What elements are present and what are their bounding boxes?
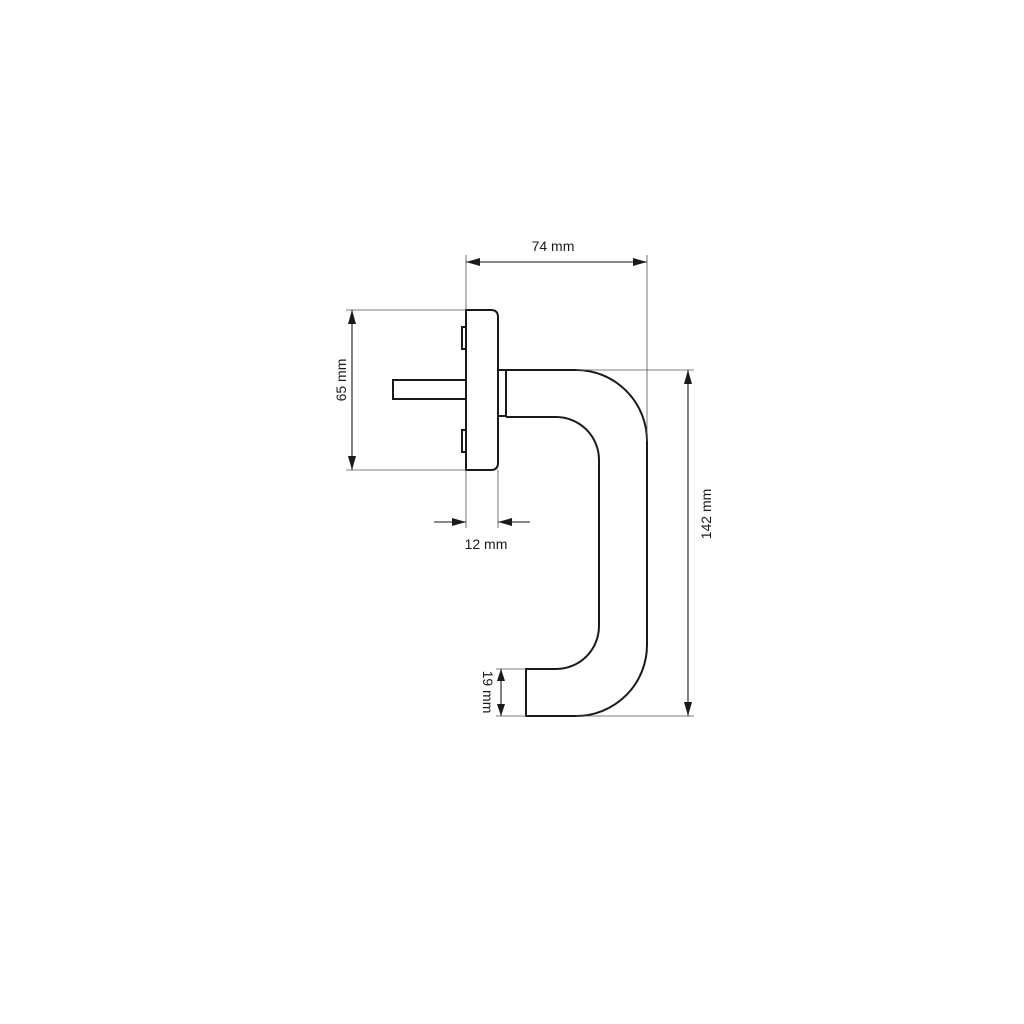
lever-grip: [506, 369, 648, 717]
dimension-rose-thickness-label: 12 mm: [465, 536, 508, 552]
dimension-grip-thickness: 19 mm: [480, 668, 526, 717]
dimension-grip-thickness-label: 19 mm: [480, 671, 496, 714]
dimension-width: 74 mm: [465, 238, 648, 441]
dimension-rose-height: 65 mm: [333, 309, 466, 471]
rose-collar: [497, 369, 507, 417]
dimension-overall-height: 142 mm: [576, 369, 714, 717]
spindle: [392, 379, 467, 400]
handle-part: [392, 309, 648, 717]
rose-plate: [465, 309, 499, 471]
dimension-rose-thickness: 12 mm: [434, 470, 530, 552]
dimension-overall-height-label: 142 mm: [698, 489, 714, 540]
dimension-rose-height-label: 65 mm: [333, 359, 349, 402]
dimension-width-label: 74 mm: [532, 238, 575, 254]
